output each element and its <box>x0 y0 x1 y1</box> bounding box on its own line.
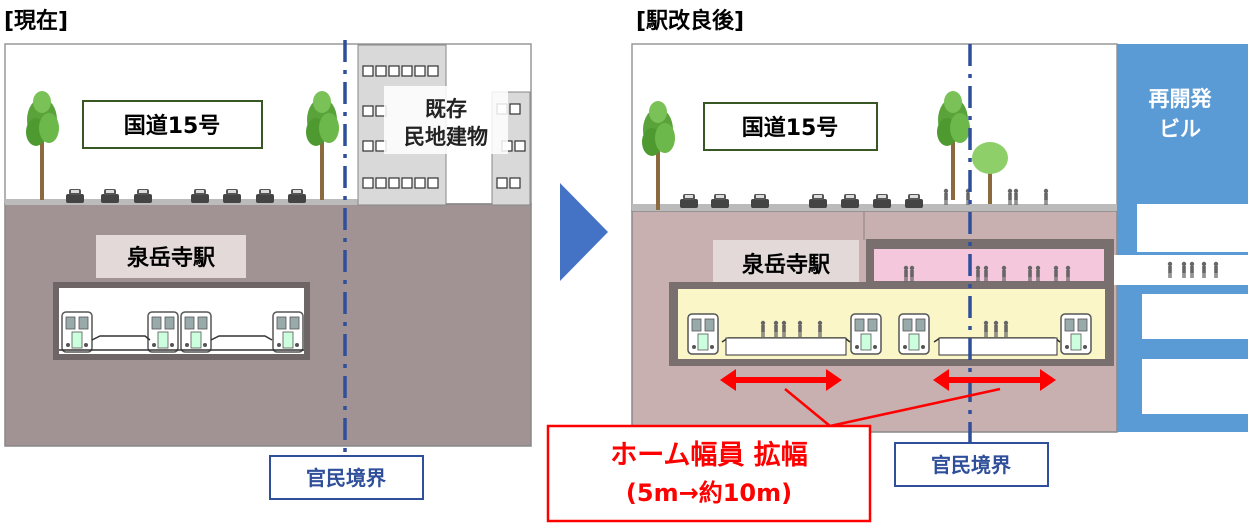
right-road-label-box <box>703 102 878 151</box>
right-station-box <box>669 282 1114 366</box>
transition-arrow-icon <box>560 183 608 281</box>
left-boundary-label-box <box>269 455 424 500</box>
existing-building-label-2: 民地建物 <box>404 125 488 149</box>
right-boundary-label-box <box>894 442 1049 487</box>
callout-line-2: (5m→約10m) <box>626 479 792 507</box>
concourse <box>866 239 1114 286</box>
callout-line-1: ホーム幅員 拡幅 <box>610 440 808 471</box>
callout-pointer <box>784 387 1001 428</box>
widening-arrow-icon <box>933 369 1056 391</box>
redevelopment-building-label-2: ビル <box>1159 117 1201 141</box>
existing-building: 既存 民地建物 <box>357 44 531 206</box>
right-panel: [駅改良後] 再開発 ビル <box>546 8 1248 523</box>
left-panel: [現在] 既存 民地建物 国道15号 <box>4 8 532 500</box>
right-heading: [駅改良後] <box>636 8 744 34</box>
small-tree-icon <box>972 142 1008 204</box>
left-road-label: 国道15号 <box>124 113 221 139</box>
left-boundary-label: 官民境界 <box>306 466 386 490</box>
left-station-box <box>53 282 310 360</box>
redevelopment-building: 再開発 ビル <box>1098 44 1248 432</box>
widening-arrow-icon <box>720 369 842 391</box>
left-road-surface <box>5 199 360 205</box>
left-station-label: 泉岳寺駅 <box>127 245 215 271</box>
right-road-label: 国道15号 <box>742 115 839 141</box>
left-heading: [現在] <box>4 8 68 34</box>
right-station-label-box <box>713 240 859 286</box>
callout-box <box>546 424 872 523</box>
right-boundary-label: 官民境界 <box>931 453 1011 477</box>
right-station-label: 泉岳寺駅 <box>742 252 830 278</box>
left-road-label-box <box>82 100 263 149</box>
existing-building-label-1: 既存 <box>425 97 467 121</box>
redevelopment-building-label-1: 再開発 <box>1149 87 1213 111</box>
left-station-label-box <box>96 235 246 278</box>
